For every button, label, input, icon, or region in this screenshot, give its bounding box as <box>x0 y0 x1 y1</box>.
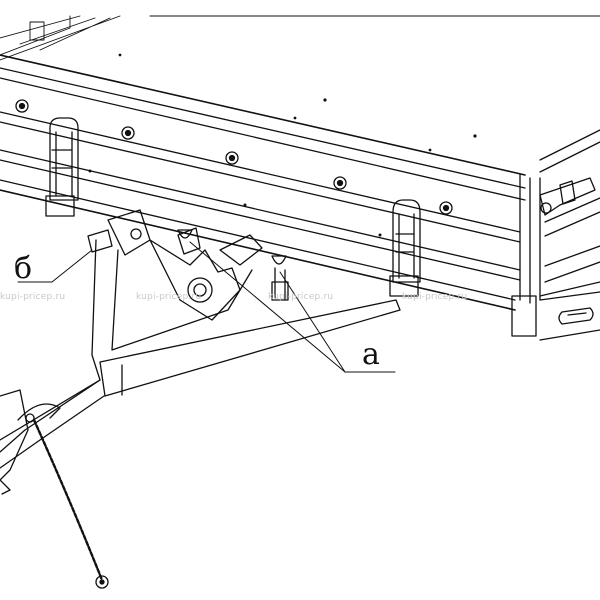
tie-down-rings <box>177 229 289 301</box>
drawbar <box>0 239 401 469</box>
latch-right <box>389 199 421 297</box>
watermark-1: kupi-pricep.ru <box>0 292 66 302</box>
floor-rivets <box>118 53 477 152</box>
watermark-3: kupi-pricep.ru <box>268 292 334 302</box>
right-side-panel <box>539 129 600 297</box>
front-side-panel <box>0 54 541 337</box>
watermark-4: kupi-pricep.ru <box>402 292 468 302</box>
label-b: б <box>14 251 33 286</box>
side-rail <box>539 291 600 341</box>
tilt-hinge <box>87 209 263 321</box>
panel-bolts <box>15 99 453 237</box>
latch-left <box>45 117 79 217</box>
coupling <box>0 389 61 495</box>
label-a: а <box>362 337 380 372</box>
watermark-2: kupi-pricep.ru <box>136 292 202 302</box>
safety-cable <box>32 418 109 589</box>
cargo-floor-far <box>0 15 121 61</box>
leader-lines <box>17 241 396 373</box>
